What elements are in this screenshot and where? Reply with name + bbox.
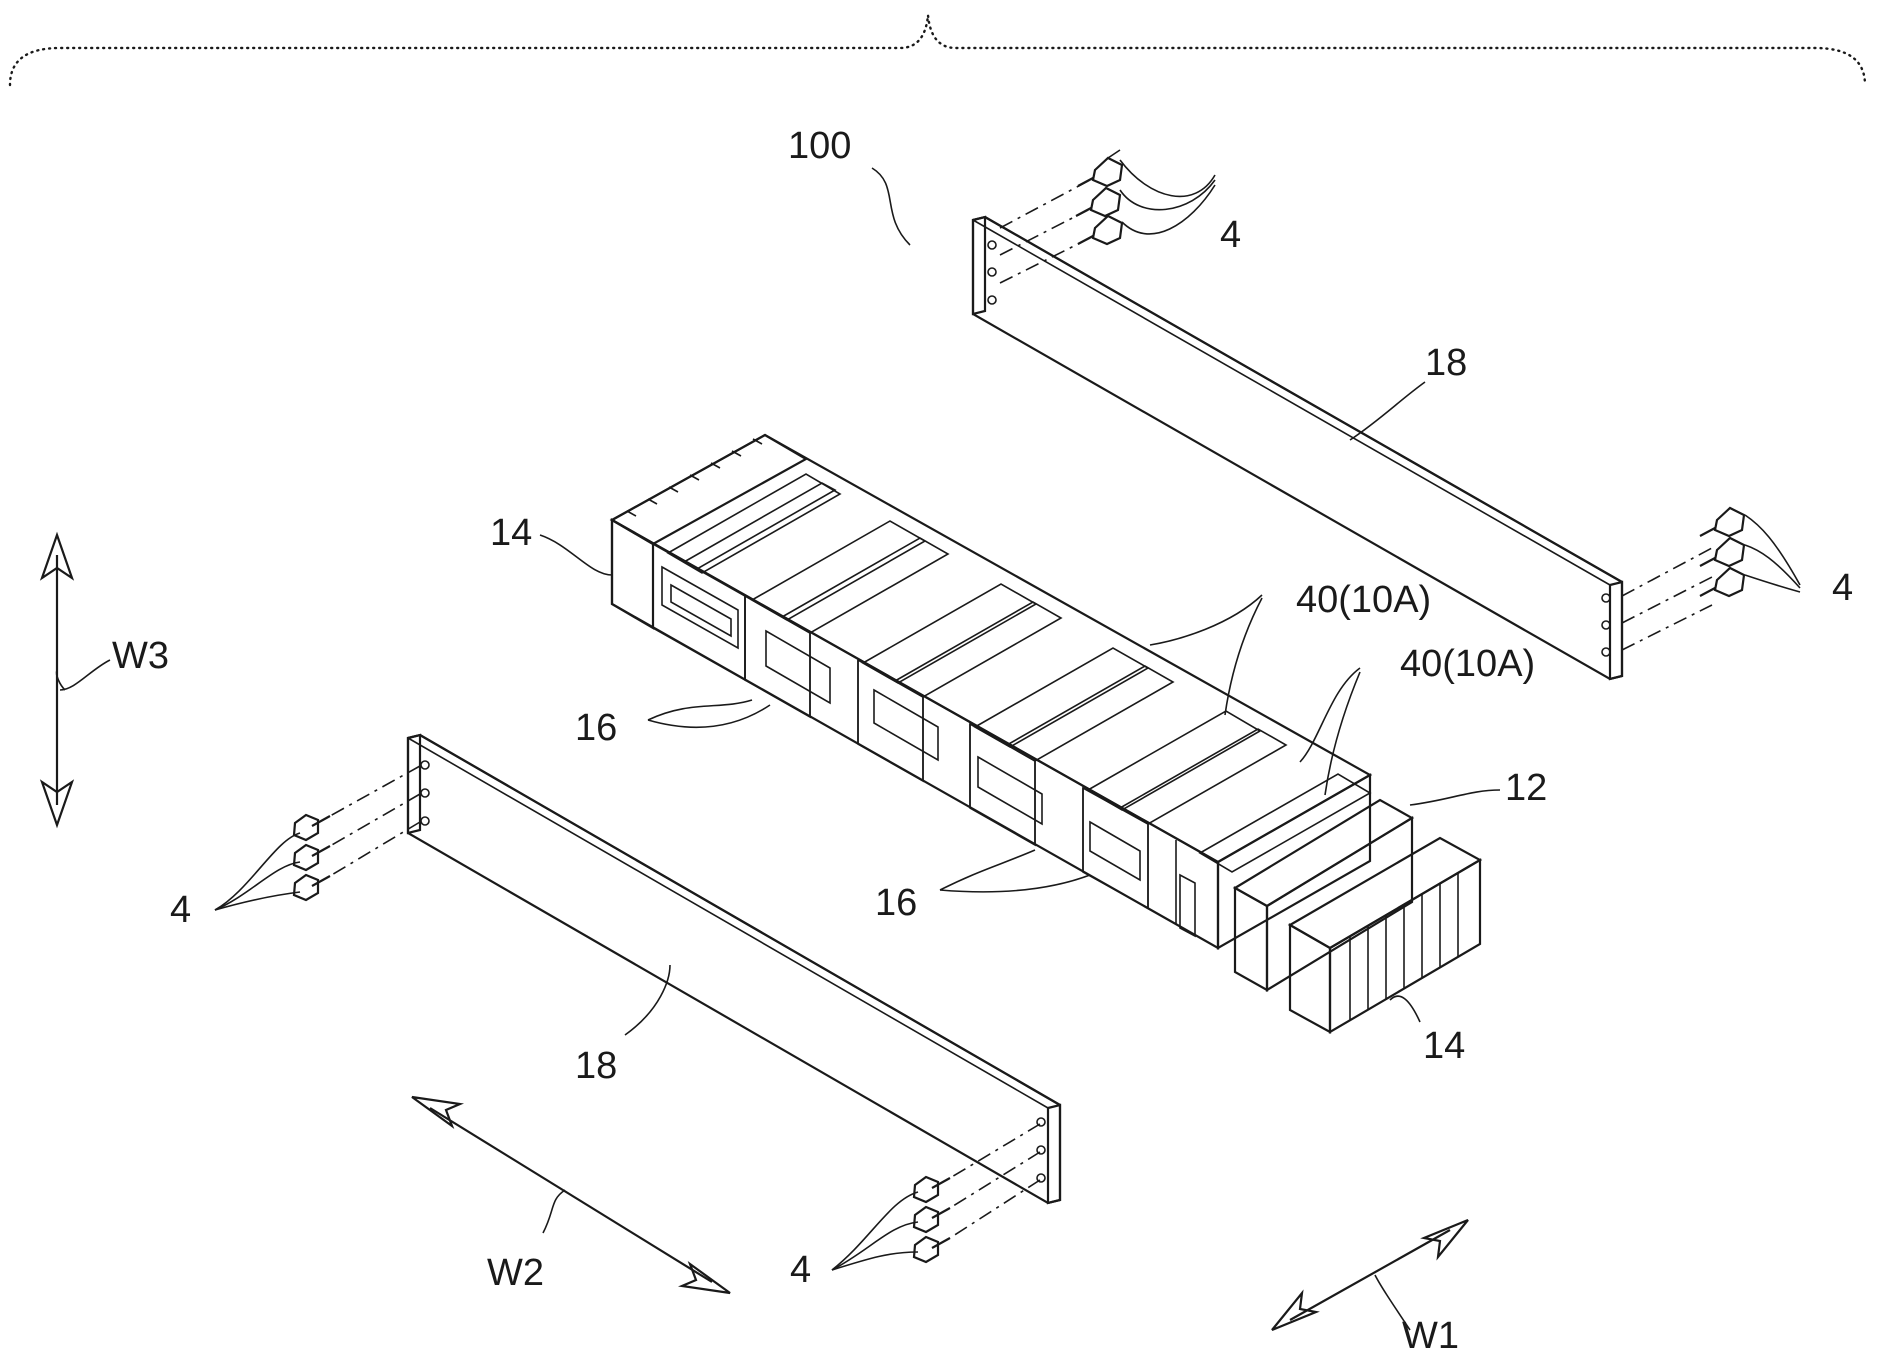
bolt-icon (294, 794, 420, 870)
label-cell-lower: 40(10A) (1400, 643, 1535, 685)
front-dividers (653, 544, 1176, 924)
side-plate-lower (408, 735, 1060, 1203)
bolt-icon (294, 822, 420, 900)
label-assembly: 100 (788, 125, 851, 167)
end-plate-right (1290, 838, 1480, 1032)
leader-lines (57, 160, 1800, 1330)
bolt-icon (1000, 216, 1122, 283)
spacer-frame (858, 660, 938, 781)
label-bolts-upper-right: 4 (1832, 567, 1853, 609)
direction-arrow-w1 (1272, 1220, 1468, 1330)
label-end-plate-left: 14 (490, 512, 532, 554)
label-end-plate-right: 14 (1423, 1025, 1465, 1067)
bolt-icon (1622, 568, 1744, 650)
label-direction-w3: W3 (112, 635, 169, 677)
direction-arrow-w3 (42, 535, 72, 825)
label-direction-w1: W1 (1402, 1315, 1459, 1352)
label-direction-w2: W2 (487, 1252, 544, 1294)
bolts-upper-right (1622, 508, 1744, 650)
label-spacer-lower: 16 (875, 882, 917, 924)
bolts-upper-left (1000, 150, 1122, 283)
direction-arrow-w2 (412, 1097, 730, 1293)
label-cell-upper: 40(10A) (1296, 579, 1431, 621)
label-bolts-upper-left: 4 (1220, 214, 1241, 256)
cell-stack (612, 435, 1370, 948)
cell-tops (668, 474, 1370, 872)
bolt-icon (294, 766, 420, 840)
label-insulator: 12 (1505, 767, 1547, 809)
label-bolts-lower-right: 4 (790, 1249, 811, 1291)
spacer-frame (653, 544, 745, 680)
end-plate-left (612, 435, 806, 628)
label-side-plate-upper: 18 (1425, 342, 1467, 384)
bolt-icon (1622, 508, 1744, 596)
spacer-frames (653, 544, 1148, 908)
bolt-icon (1622, 538, 1744, 623)
bolt-icon (914, 1180, 1040, 1262)
bolts-lower-right (914, 1124, 1040, 1262)
bolts-lower-left (294, 766, 420, 900)
label-side-plate-lower: 18 (575, 1045, 617, 1087)
assembly-brace (10, 15, 1865, 85)
label-bolts-lower-left: 4 (170, 889, 191, 931)
label-spacer-upper: 16 (575, 707, 617, 749)
spacer-frame (1083, 788, 1148, 908)
